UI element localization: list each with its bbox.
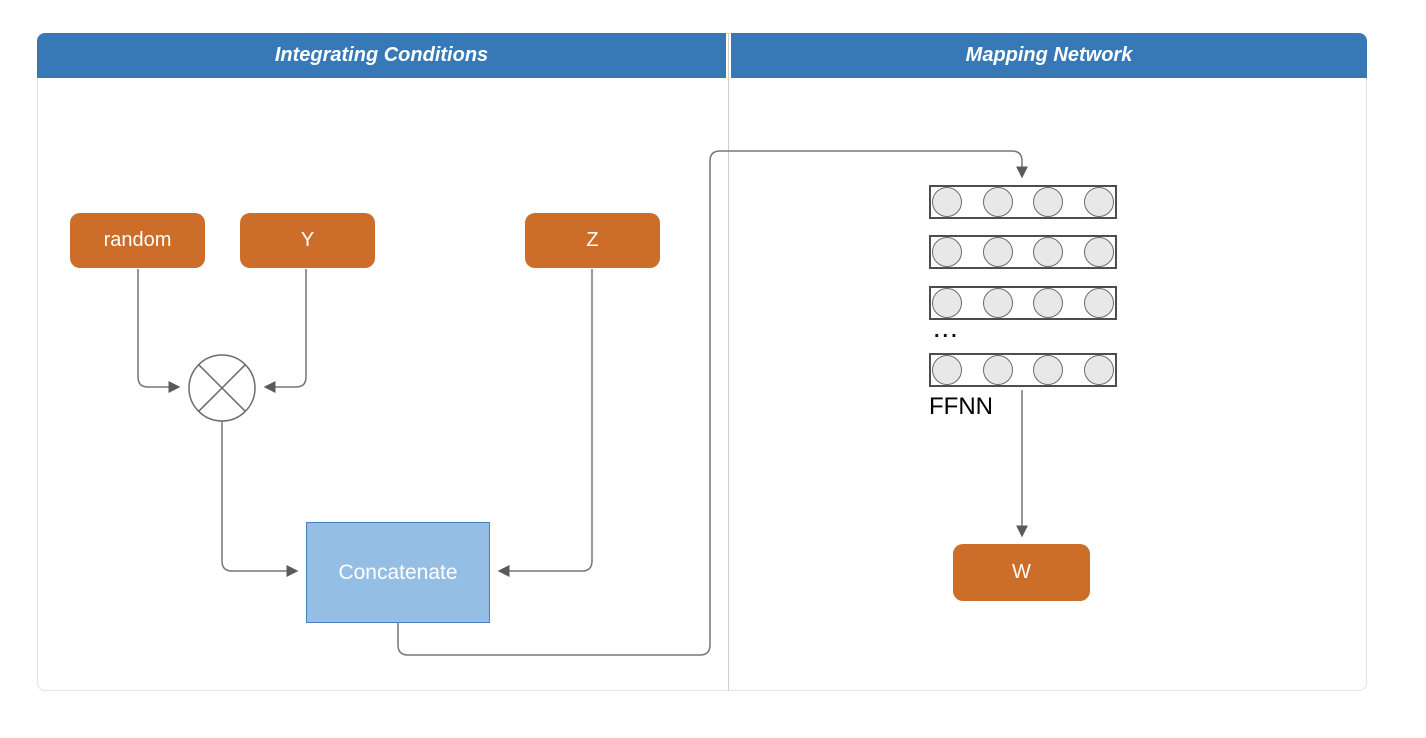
ffnn-layer-row-2 — [929, 235, 1117, 269]
panel-title-left: Integrating Conditions — [274, 44, 489, 66]
panel-title-right: Mapping Network — [965, 44, 1133, 66]
node-z-label: Z — [586, 229, 599, 251]
ffnn-layer-row-4 — [929, 353, 1117, 387]
node-z: Z — [525, 213, 660, 268]
ffnn-layer-row-3 — [929, 286, 1117, 320]
neuron-unit — [932, 288, 962, 318]
neuron-unit — [982, 355, 1013, 385]
diagram-frame — [37, 33, 1367, 691]
neuron-unit — [1083, 187, 1114, 217]
panel-header-integrating-conditions: Integrating Conditions — [37, 33, 726, 78]
neuron-unit — [932, 355, 962, 385]
ffnn-label: FFNN — [929, 393, 993, 420]
neuron-unit — [982, 237, 1013, 267]
neuron-unit — [1083, 355, 1114, 385]
node-random: random — [70, 213, 205, 268]
node-concatenate: Concatenate — [306, 522, 490, 623]
node-w: W — [953, 544, 1090, 601]
neuron-unit — [1083, 288, 1114, 318]
neuron-unit — [932, 187, 962, 217]
neuron-unit — [1033, 187, 1064, 217]
panel-header-mapping-network: Mapping Network — [731, 33, 1367, 78]
panel-divider — [728, 33, 729, 691]
neuron-unit — [1083, 237, 1114, 267]
neuron-unit — [932, 237, 962, 267]
hidden-layers-ellipsis: ... — [934, 320, 960, 342]
node-w-label: W — [1012, 561, 1031, 583]
neuron-unit — [1033, 288, 1064, 318]
ffnn-layer-row-1 — [929, 185, 1117, 219]
neuron-unit — [1033, 237, 1064, 267]
node-concatenate-label: Concatenate — [338, 560, 458, 584]
node-y: Y — [240, 213, 375, 268]
node-random-label: random — [103, 229, 172, 251]
neuron-unit — [1033, 355, 1064, 385]
neuron-unit — [982, 187, 1013, 217]
neuron-unit — [982, 288, 1013, 318]
node-y-label: Y — [300, 229, 315, 251]
